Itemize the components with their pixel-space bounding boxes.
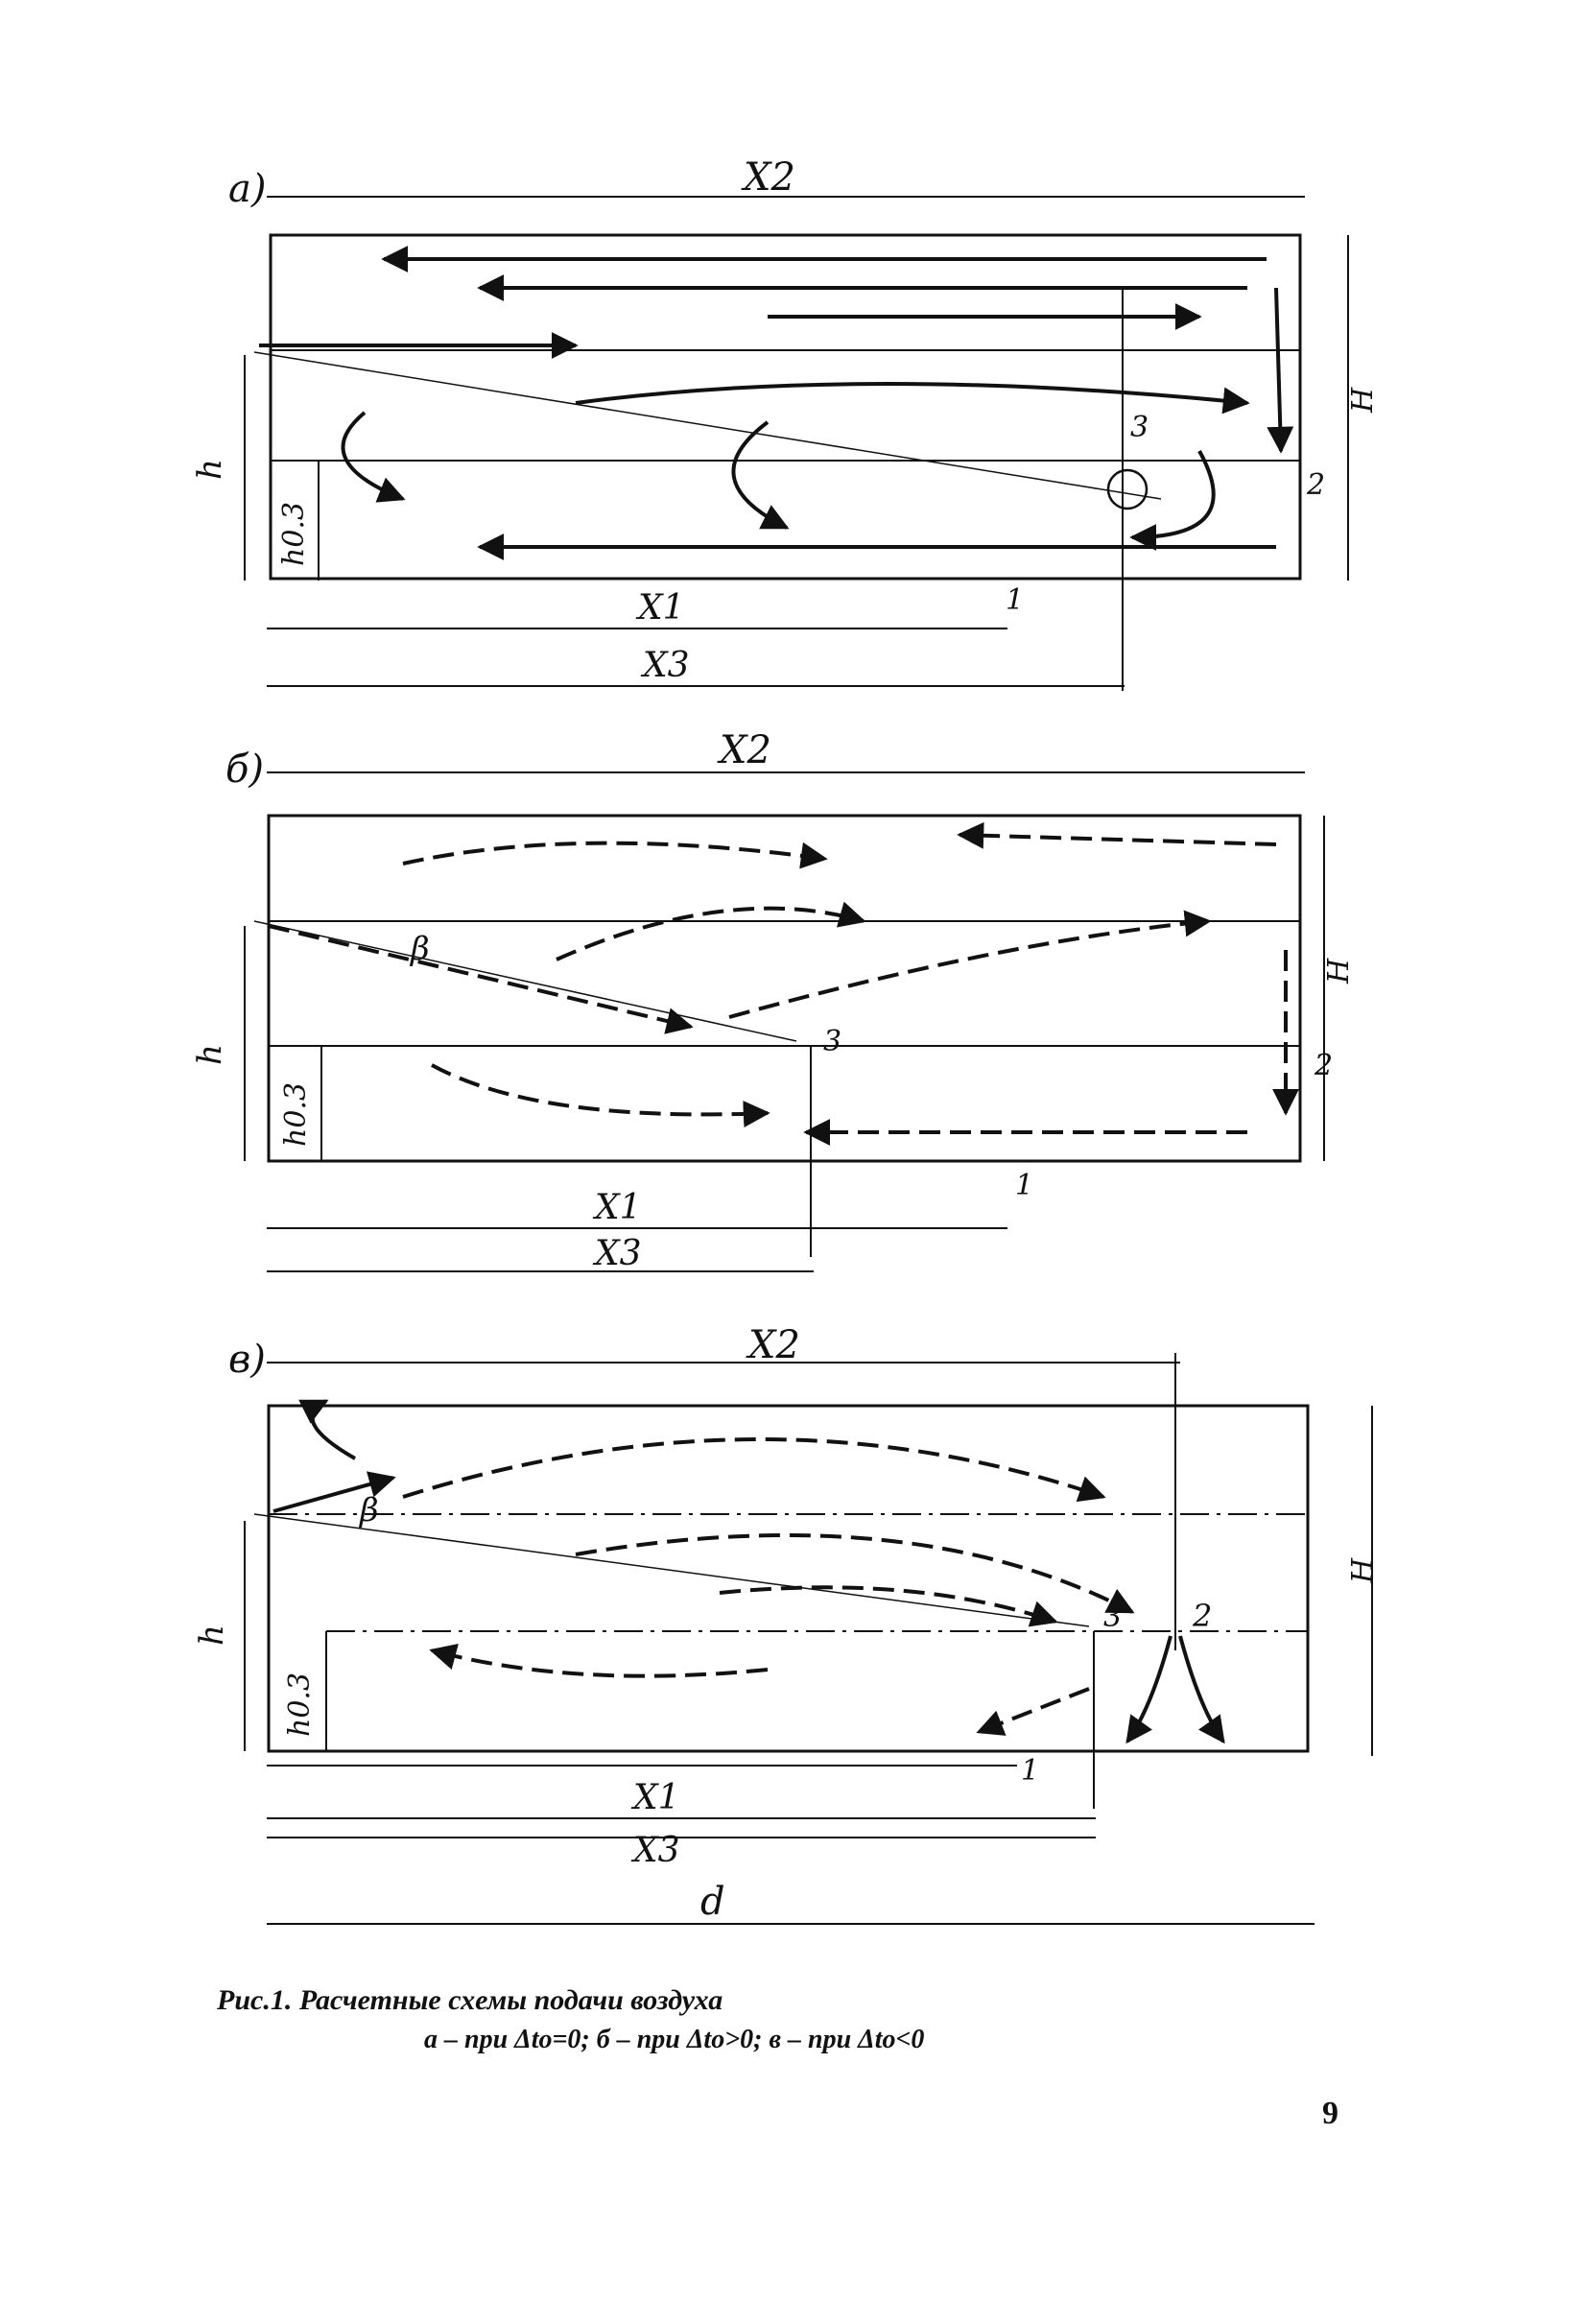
panel-b-flow-arrows	[268, 821, 1299, 1146]
panel-c-point-1: 1	[1021, 1754, 1039, 1788]
panel-c-flow-arrows	[272, 1399, 1225, 1744]
panel-a-vortex-arrow-2	[731, 420, 790, 530]
panel-b-point-2: 2	[1314, 1049, 1333, 1082]
panel-b-rising-arrow	[728, 910, 1212, 1019]
panel-a-h-label: h	[191, 459, 229, 480]
panel-c-inner-arc-arrow	[719, 1585, 1058, 1627]
panel-c: в) X2 h h0.3 H X1 X3 d 1 2 3 β	[193, 1323, 1380, 1925]
panel-a-x1-label: X1	[635, 588, 685, 628]
panel-c-mid-arc-arrow	[575, 1533, 1135, 1614]
panel-c-point-2: 2	[1192, 1598, 1212, 1634]
panel-a-point-2: 2	[1306, 468, 1325, 502]
panel-a-x3-label: X3	[640, 646, 690, 685]
panel-c-h03-label: h0.3	[283, 1672, 317, 1737]
panel-c-x1-label: X1	[630, 1778, 680, 1817]
panel-b-jet-arrow	[268, 924, 694, 1034]
panel-a-jet-axis	[253, 351, 1162, 500]
caption-subtitle: а – при Δto=0; б – при Δto>0; в – при Δt…	[424, 2025, 925, 2054]
panel-b-h03-label: h0.3	[279, 1082, 313, 1147]
panel-a-room-outline	[269, 233, 1302, 581]
panel-a-letter: а)	[228, 167, 266, 211]
panel-a-jet-spread-arrow	[575, 382, 1250, 415]
panel-a-point-3: 3	[1130, 411, 1149, 444]
panel-a-wall-down-arrow	[1267, 287, 1294, 454]
caption-title: Рис.1. Расчетные схемы подачи воздуха	[217, 1984, 723, 2016]
panel-b-jet-axis	[253, 920, 797, 1042]
panel-b-x1-label: X1	[592, 1188, 642, 1227]
panel-c-down-left-arrow	[1125, 1635, 1172, 1744]
panel-b-x3-label: X3	[592, 1234, 642, 1273]
panel-a: а) X2 h h0.3 H X1 X3 1 2 3	[191, 155, 1380, 691]
panel-c-x2-label: X2	[746, 1323, 800, 1367]
panel-b-letter: б)	[225, 747, 264, 792]
panel-c-down-right-arrow	[1178, 1635, 1225, 1744]
panel-b-inner-vortex-arrow	[556, 901, 866, 961]
panel-b-H-label: H	[1322, 958, 1356, 984]
panel-b-h-label: h	[191, 1044, 229, 1065]
panel-a-flow-arrows	[259, 246, 1294, 560]
panel-a-point-1: 1	[1006, 583, 1024, 617]
panel-c-jet-arrow	[272, 1471, 396, 1513]
panel-a-H-label: H	[1346, 387, 1380, 414]
panel-b-lower-vortex-arrow	[431, 1063, 770, 1128]
page-number: 9	[1322, 2096, 1338, 2131]
panel-c-x3-label: X3	[630, 1831, 680, 1870]
panel-b-upper-vortex-arrow	[402, 841, 828, 869]
panel-b-x2-label: X2	[717, 728, 771, 772]
panel-a-point-3-marker	[1106, 468, 1149, 510]
panel-c-H-label: H	[1346, 1557, 1380, 1584]
panel-b-point-3: 3	[823, 1025, 841, 1058]
panel-c-h-label: h	[193, 1624, 231, 1646]
panel-b-point-1: 1	[1015, 1169, 1033, 1202]
panel-c-lower-return-arrow	[429, 1643, 769, 1678]
panel-a-corner-vortex-arrow	[1129, 450, 1216, 551]
panel-a-x2-label: X2	[741, 155, 795, 200]
panel-c-letter: в)	[228, 1338, 266, 1382]
panel-b-room-outline	[267, 814, 1302, 1163]
panel-c-d-label: d	[700, 1880, 725, 1924]
panel-b-ceiling-return-arrow	[957, 821, 1277, 849]
panel-c-corner-vortex-arrow	[298, 1399, 356, 1460]
panel-a-h03-label: h0.3	[277, 502, 311, 566]
panel-c-jet-axis	[253, 1513, 1090, 1627]
panel-c-floor-return-arrow	[976, 1687, 1090, 1736]
panel-c-beta-label: β	[358, 1491, 379, 1530]
panel-c-upper-arc-arrow	[402, 1437, 1106, 1503]
panel-a-vortex-arrow	[341, 411, 406, 503]
panel-c-room-outline	[267, 1404, 1310, 1753]
panel-b: б) X2 h h0.3 H X1 X3 1 2 3 β	[191, 728, 1356, 1273]
